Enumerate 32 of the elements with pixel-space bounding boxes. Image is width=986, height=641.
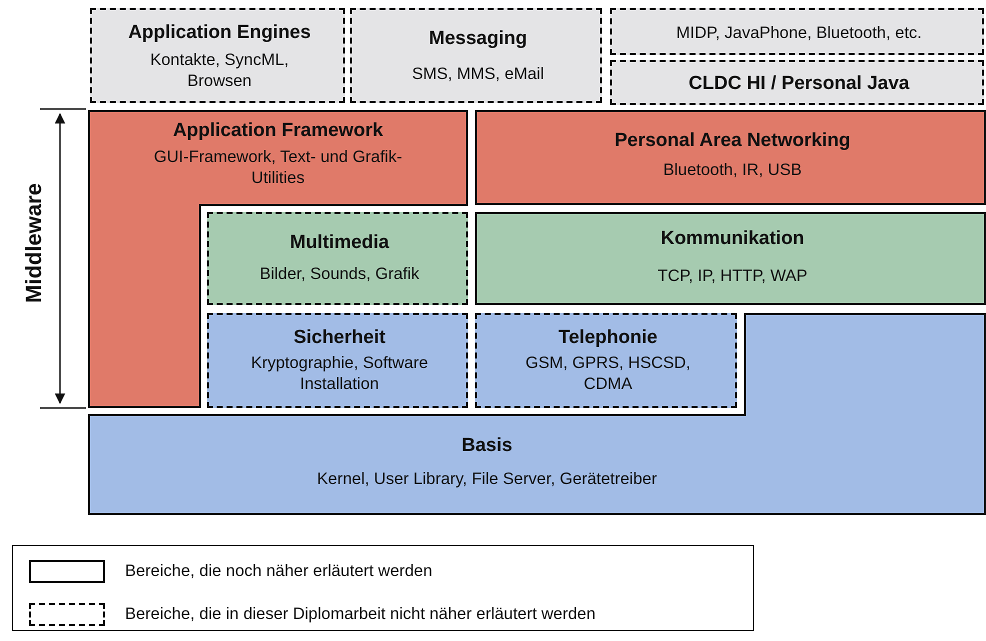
- layer-title: Application Engines: [127, 22, 312, 44]
- layer-box: [475, 110, 986, 205]
- layer-description: Kryptographie, Software Installation: [250, 353, 429, 395]
- layer-box: [90, 8, 345, 103]
- layer-description: GSM, GPRS, HSCSD, CDMA: [524, 353, 692, 395]
- layer-title: Basis: [460, 435, 514, 457]
- legend-text: Bereiche, die in dieser Diplomarbeit nicht näher erläutert werden: [125, 604, 596, 625]
- layer-title: Personal Area Networking: [614, 130, 852, 152]
- layer-title: Telephonie: [558, 327, 658, 349]
- layer-title: Kommunikation: [660, 228, 806, 250]
- layer-description: Bilder, Sounds, Grafik: [258, 264, 420, 285]
- layer-description: MIDP, JavaPhone, Bluetooth, etc.: [675, 23, 923, 44]
- layer-title: Application Framework: [172, 120, 384, 142]
- layer-description: Bluetooth, IR, USB: [662, 160, 803, 181]
- layer-title: Messaging: [428, 28, 528, 50]
- layer-box: [475, 212, 986, 305]
- layer-box: [207, 313, 468, 408]
- layer-box: [475, 313, 737, 408]
- layer-description: TCP, IP, HTTP, WAP: [656, 266, 808, 287]
- layer-description: SMS, MMS, eMail: [410, 64, 546, 85]
- legend-text: Bereiche, die noch näher erläutert werden: [125, 561, 432, 582]
- layer-description: Kontakte, SyncML, Browsen: [149, 50, 290, 92]
- layer-description: Kernel, User Library, File Server, Gerätetreiber: [316, 469, 658, 490]
- layer-box: [207, 212, 468, 305]
- layer-title: Sicherheit: [292, 327, 386, 349]
- layer-description: GUI-Framework, Text- und Grafik-Utilities: [152, 147, 404, 189]
- layer-box: [610, 60, 984, 105]
- layer-title: Multimedia: [288, 232, 390, 254]
- side-label: Middleware: [20, 183, 47, 303]
- layer-box: [350, 8, 602, 103]
- layer-title: CLDC HI / Personal Java: [688, 73, 910, 95]
- layer-box: [610, 8, 984, 55]
